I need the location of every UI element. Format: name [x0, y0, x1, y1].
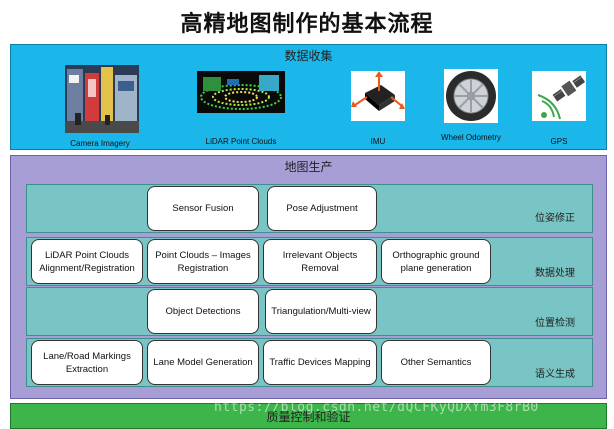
sensor-label: GPS	[550, 137, 568, 146]
sensor-lidar: LiDAR Point Clouds	[196, 69, 286, 147]
sensor-imu: IMU	[348, 71, 408, 147]
data-collection-title: 数据收集	[284, 49, 333, 63]
camera-imagery-icon	[65, 65, 139, 133]
process-box: Sensor Fusion	[147, 186, 259, 231]
process-box: Lane/Road Markings Extraction	[31, 340, 143, 385]
gps-satellite-icon	[532, 71, 586, 121]
watermark: https://blog.csdn.net/dQCFKyQDXYm3F8rB0	[214, 400, 539, 415]
row-label: 位置检测	[535, 318, 575, 329]
sensor-label: LiDAR Point Clouds	[205, 137, 277, 146]
process-box: Pose Adjustment	[267, 186, 377, 231]
map-production-band: 地图生产 Sensor Fusion Pose Adjustment 位姿修正 …	[10, 155, 607, 399]
data-collection-band: 数据收集 Camera Imagery LiDAR Poi	[10, 44, 607, 150]
sensor-label: IMU	[370, 137, 386, 146]
process-box: LiDAR Point Clouds Alignment/Registratio…	[31, 239, 143, 284]
imu-icon	[351, 71, 405, 121]
row-label: 数据处理	[535, 268, 575, 279]
process-box: Orthographic ground plane generation	[381, 239, 491, 284]
process-box: Point Clouds – Images Registration	[147, 239, 259, 284]
row-data-processing: LiDAR Point Clouds Alignment/Registratio…	[26, 237, 593, 286]
row-label: 语义生成	[535, 369, 575, 380]
sensor-camera: Camera Imagery	[55, 65, 145, 148]
process-box: Object Detections	[147, 289, 259, 334]
row-pose-correction: Sensor Fusion Pose Adjustment 位姿修正	[26, 184, 593, 233]
map-production-title: 地图生产	[284, 160, 333, 174]
wheel-icon	[444, 69, 498, 123]
process-box: Lane Model Generation	[147, 340, 259, 385]
page-title: 高精地图制作的基本流程	[180, 12, 434, 37]
sensor-wheel: Wheel Odometry	[436, 69, 506, 147]
process-box: Traffic Devices Mapping	[263, 340, 377, 385]
row-position-detection: Object Detections Triangulation/Multi-vi…	[26, 287, 593, 336]
row-semantic-generation: Lane/Road Markings Extraction Lane Model…	[26, 338, 593, 387]
quality-control-title: 质量控制和验证	[266, 410, 351, 424]
sensor-label: Wheel Odometry	[440, 133, 502, 142]
process-box: Triangulation/Multi-view	[265, 289, 377, 334]
sensor-gps: GPS	[529, 71, 589, 147]
row-label: 位姿修正	[535, 213, 575, 224]
sensor-label: Camera Imagery	[70, 139, 130, 148]
process-box: Other Semantics	[381, 340, 491, 385]
process-box: Irrelevant Objects Removal	[263, 239, 377, 284]
lidar-icon	[197, 71, 285, 113]
